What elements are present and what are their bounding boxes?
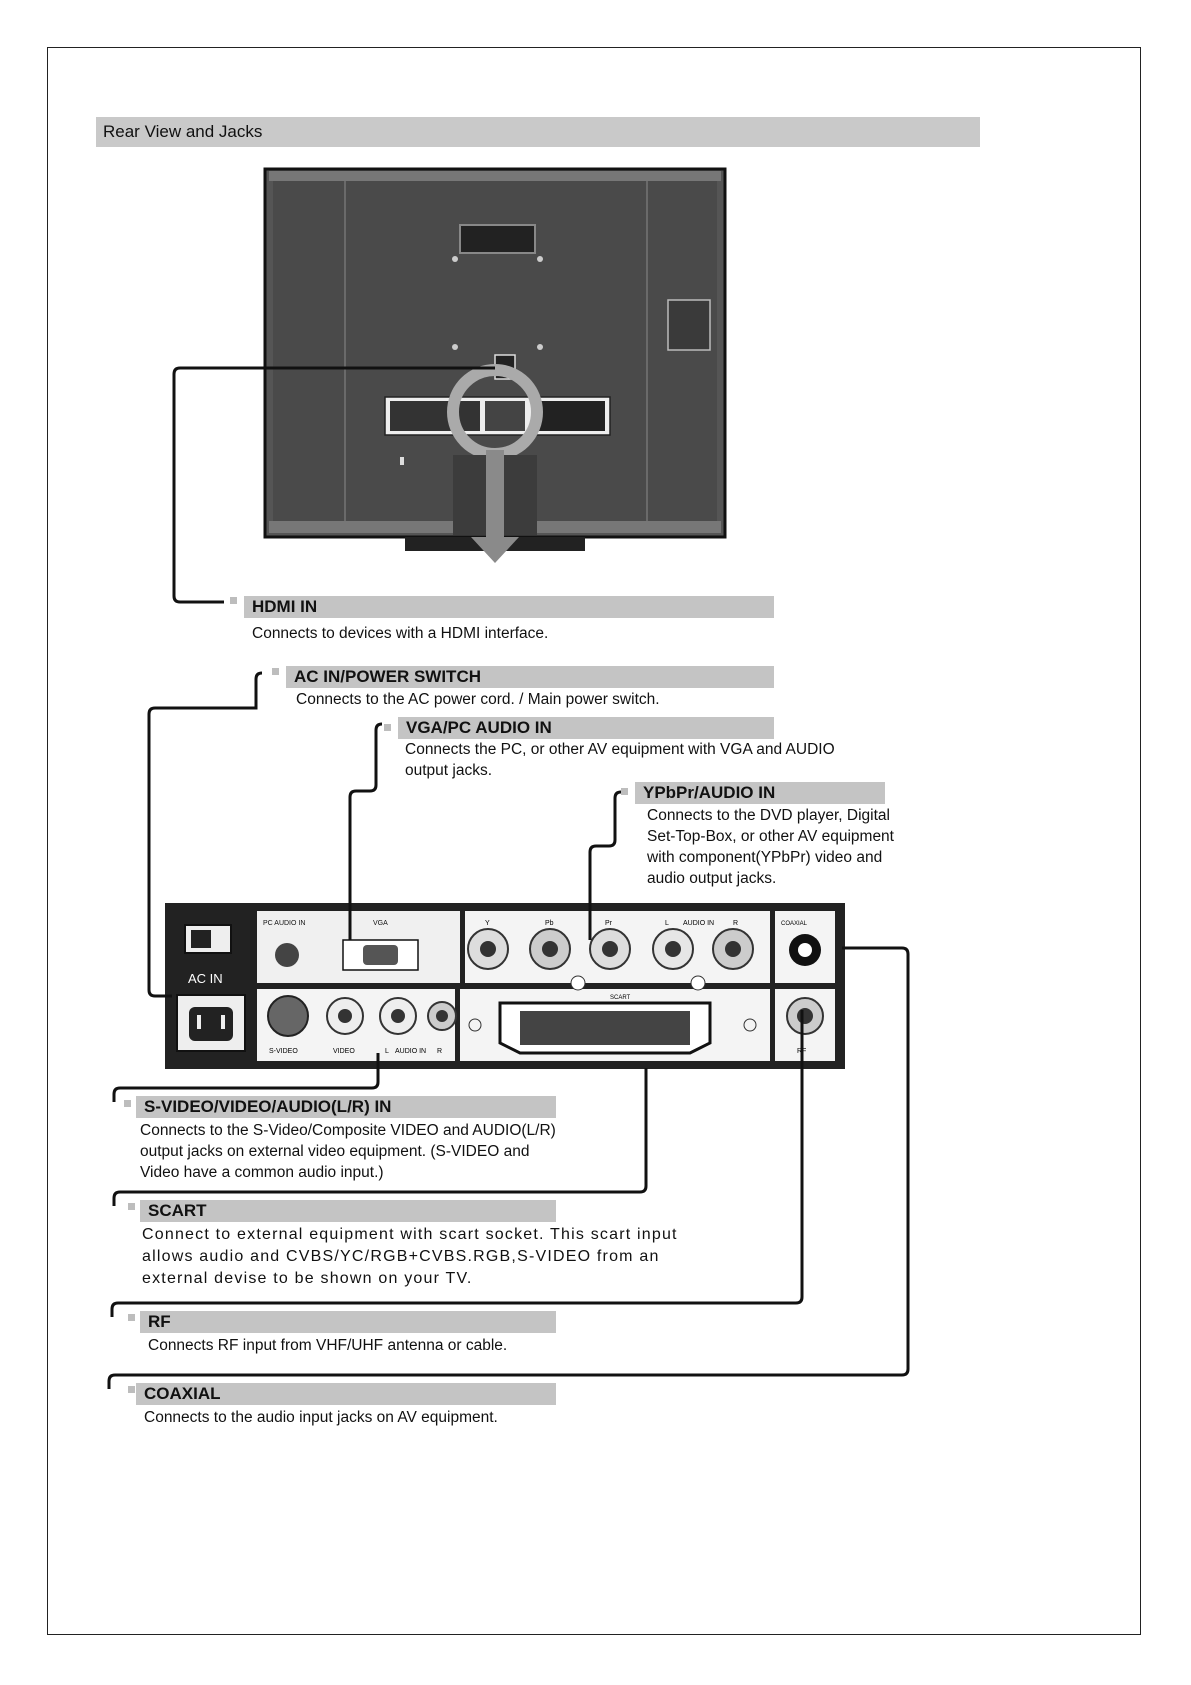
hdmi-desc: Connects to devices with a HDMI interfac…: [252, 625, 549, 642]
y-label: Y: [485, 920, 490, 927]
rf-bullet: [128, 1314, 135, 1321]
connector-panel: AC IN PC AUDIO IN VGA Y Pb Pr L AUDIO IN…: [165, 903, 845, 1069]
coaxial-desc: Connects to the audio input jacks on AV …: [144, 1409, 498, 1426]
audio-l-bottom-label: L: [385, 1048, 389, 1055]
page-frame: [47, 47, 1141, 1635]
ac-desc: Connects to the AC power cord. / Main po…: [296, 691, 660, 708]
svideo-desc: Connects to the S-Video/Composite VIDEO …: [140, 1122, 556, 1181]
ac-title: AC IN/POWER SWITCH: [286, 666, 774, 688]
rf-desc: Connects RF input from VHF/UHF antenna o…: [148, 1337, 508, 1354]
rf-title: RF: [140, 1311, 556, 1333]
hdmi-bullet: [230, 597, 237, 604]
scart-desc: Connect to external equipment with scart…: [142, 1226, 678, 1287]
coaxial-title: COAXIAL: [136, 1383, 556, 1405]
audio-r-top-label: R: [733, 920, 738, 927]
svideo-title: S-VIDEO/VIDEO/AUDIO(L/R) IN: [136, 1096, 556, 1118]
ypbpr-bullet: [621, 788, 628, 795]
vga-bullet: [384, 724, 391, 731]
audio-in-top-label: AUDIO IN: [683, 920, 714, 927]
vga-title: VGA/PC AUDIO IN: [398, 717, 774, 739]
tv-rear-illustration: [263, 167, 727, 563]
audio-in-bottom-label: AUDIO IN: [395, 1048, 426, 1055]
hdmi-title: HDMI IN: [244, 596, 774, 618]
coaxial-bullet: [128, 1386, 135, 1393]
audio-l-top-label: L: [665, 920, 669, 927]
ac-bullet: [272, 668, 279, 675]
vga-label: VGA: [373, 920, 388, 927]
section-title: Rear View and Jacks: [96, 117, 980, 147]
video-label: VIDEO: [333, 1048, 355, 1055]
s-video-label: S-VIDEO: [269, 1048, 298, 1055]
coaxial-panel-label: COAXIAL: [781, 921, 808, 927]
vga-desc: Connects the PC, or other AV equipment w…: [405, 741, 835, 779]
pr-label: Pr: [605, 920, 613, 927]
scart-panel-label: SCART: [610, 995, 631, 1001]
ypbpr-desc: Connects to the DVD player, Digital Set-…: [647, 807, 894, 887]
pb-label: Pb: [545, 920, 554, 927]
audio-r-bottom-label: R: [437, 1048, 442, 1055]
ypbpr-title: YPbPr/AUDIO IN: [635, 782, 885, 804]
svideo-bullet: [124, 1100, 131, 1107]
scart-title: SCART: [140, 1200, 556, 1222]
pc-audio-in-label: PC AUDIO IN: [263, 920, 305, 927]
ac-in-label: AC IN: [188, 971, 223, 986]
scart-bullet: [128, 1203, 135, 1210]
